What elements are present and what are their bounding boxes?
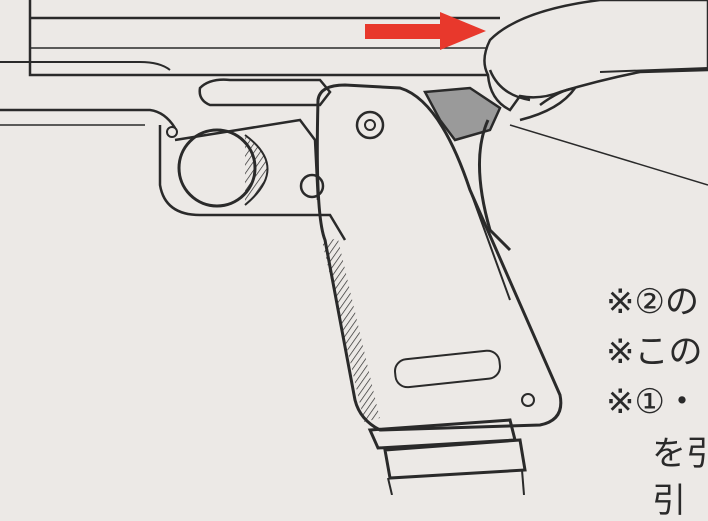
callout-line	[509, 124, 708, 186]
note-line-4: を引	[652, 434, 708, 474]
note-line-1: ※②の	[606, 282, 699, 322]
manual-illustration	[0, 0, 708, 495]
hammer	[423, 86, 512, 252]
pistol-grip	[315, 83, 563, 432]
note-line-5: 引	[652, 481, 686, 521]
note-line-2: ※この	[606, 332, 703, 372]
hand	[483, 0, 708, 122]
magazine-base	[367, 418, 527, 495]
red-right-arrow-icon	[365, 12, 486, 50]
pistol-slide	[0, 0, 520, 129]
note-line-3: ※①・	[606, 382, 699, 422]
